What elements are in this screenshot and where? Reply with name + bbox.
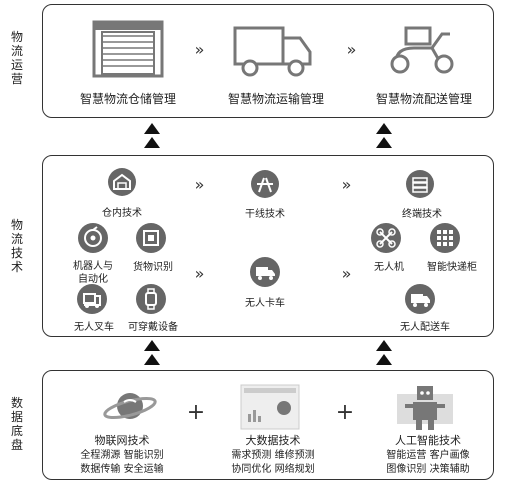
layer-label-tech: 物流技术 xyxy=(6,218,28,274)
truck-circle-icon xyxy=(250,257,280,287)
bigdata-title: 大数据技术 xyxy=(245,434,301,447)
ai-line1: 智能运营 客户画像 xyxy=(386,450,470,461)
trunk-tech-label: 干线技术 xyxy=(245,209,285,220)
terminal-tech-label: 终端技术 xyxy=(402,209,442,220)
forklift-label: 无人叉车 xyxy=(74,322,114,333)
locker-label: 智能快递柜 xyxy=(427,262,477,273)
robot-label-line2: 自动化 xyxy=(78,274,108,285)
data-box xyxy=(42,370,494,480)
drone-icon xyxy=(371,223,401,253)
wearable-label: 可穿戴设备 xyxy=(128,322,178,333)
locker-icon xyxy=(430,223,460,253)
scan-icon xyxy=(136,223,166,253)
layer-label-data: 数据底盘 xyxy=(6,396,28,452)
bigdata-line2: 协同优化 网络规划 xyxy=(231,464,315,475)
ai-line2: 图像识别 决策辅助 xyxy=(386,464,470,475)
layer-label-ops-text: 物流运营 xyxy=(10,30,23,86)
ops-delivery-label: 智慧物流配送管理 xyxy=(375,92,473,106)
ops-chevron-1: » xyxy=(194,40,205,59)
up-arrow-2b xyxy=(376,137,392,148)
up-arrow-3a xyxy=(144,340,160,351)
truck-label: 无人卡车 xyxy=(245,298,285,309)
ops-chevron-2: » xyxy=(346,40,357,59)
forklift-icon xyxy=(77,284,107,314)
tech-box xyxy=(42,155,494,337)
plus-2: + xyxy=(335,400,355,425)
tech-chevron-1: » xyxy=(194,175,205,194)
truck-icon xyxy=(233,26,312,77)
delivery-van-icon xyxy=(405,284,435,314)
layer-label-ops: 物流运营 xyxy=(6,30,28,86)
up-arrow-4a xyxy=(376,340,392,351)
tech-chevron-4: » xyxy=(341,264,352,283)
bigdata-line1: 需求预测 维修预测 xyxy=(231,450,315,461)
scooter-icon xyxy=(390,26,454,74)
smartwatch-icon xyxy=(136,284,166,314)
dashboard-icon xyxy=(240,384,300,430)
robot-icon xyxy=(397,386,453,430)
planet-icon xyxy=(103,393,157,420)
ops-warehouse-label: 智慧物流仓储管理 xyxy=(79,92,177,106)
robot-arm-icon xyxy=(78,223,108,253)
ai-title: 人工智能技术 xyxy=(395,434,461,447)
cargo-id-label: 货物识别 xyxy=(133,262,173,273)
terminal-icon xyxy=(406,170,434,198)
warehouse-door-icon xyxy=(92,20,164,78)
warehouse-tech-label: 仓内技术 xyxy=(102,208,142,219)
up-arrow-1a xyxy=(144,123,160,134)
up-arrow-2a xyxy=(376,123,392,134)
tech-chevron-2: » xyxy=(341,175,352,194)
robot-label-line1: 机器人与 xyxy=(73,261,113,272)
up-arrow-1b xyxy=(144,137,160,148)
ops-transport-label: 智慧物流运输管理 xyxy=(227,92,325,106)
iot-title: 物联网技术 xyxy=(94,434,150,447)
tech-chevron-3: » xyxy=(194,264,205,283)
up-arrow-3b xyxy=(144,354,160,365)
plus-1: + xyxy=(186,400,206,425)
up-arrow-4b xyxy=(376,354,392,365)
iot-line1: 全程溯源 智能识别 xyxy=(80,450,164,461)
drone-label: 无人机 xyxy=(374,262,404,273)
layer-label-data-text: 数据底盘 xyxy=(10,396,23,452)
delivery-vehicle-label: 无人配送车 xyxy=(400,322,450,333)
layer-label-tech-text: 物流技术 xyxy=(10,218,23,274)
warehouse-icon xyxy=(108,168,136,196)
highway-icon xyxy=(251,170,279,198)
ops-box xyxy=(42,4,494,118)
iot-line2: 数据传输 安全运输 xyxy=(80,464,164,475)
